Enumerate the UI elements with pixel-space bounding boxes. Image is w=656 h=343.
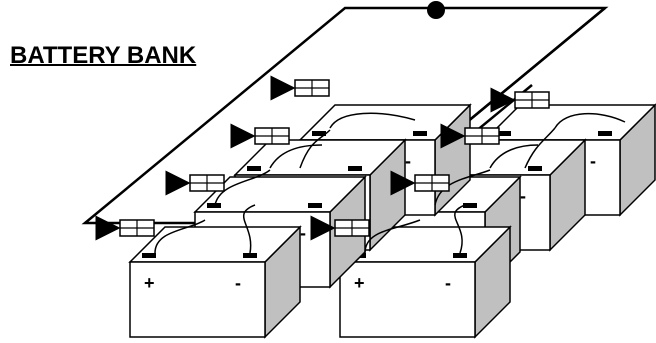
battery-negative-label: -: [405, 151, 411, 171]
fuse-8: [490, 87, 550, 113]
wire-3: [214, 169, 271, 206]
battery-negative-label: -: [590, 151, 596, 171]
battery-terminal-positive-post: [312, 131, 326, 136]
battery-negative-label: -: [300, 223, 306, 243]
battery-negative-label: -: [235, 273, 241, 293]
battery-terminal-positive-post: [497, 131, 511, 136]
fuse-3: [230, 123, 290, 149]
wire-7: [364, 219, 421, 254]
fuse-6: [390, 170, 450, 196]
wire-12: [554, 112, 626, 129]
battery-positive-label: +: [354, 273, 365, 293]
battery-terminal-negative-post: [348, 166, 362, 171]
battery-terminal-negative-post: [308, 203, 322, 208]
fuse-7: [440, 123, 500, 149]
wire-2: [243, 204, 256, 254]
fuse-1: [95, 215, 155, 241]
fuse-2: [165, 170, 225, 196]
battery-8: +-: [128, 225, 302, 339]
battery-terminal-negative-post: [453, 253, 467, 258]
wire-11: [489, 144, 539, 169]
wire-5: [269, 144, 323, 169]
battery-terminal-positive-post: [247, 166, 261, 171]
battery-front-face: [339, 261, 476, 338]
bus-junction-dot: [427, 1, 445, 19]
wire-8: [454, 204, 466, 254]
fuse-4: [270, 75, 330, 101]
battery-terminal-negative-post: [463, 203, 477, 208]
battery-negative-label: -: [445, 273, 451, 293]
battery-front-face: [129, 261, 266, 338]
wire-9: [434, 169, 491, 206]
batteries-group: +-+-+-+-+-+-+-+-: [128, 103, 656, 339]
wire-4: [299, 129, 331, 169]
fuse-5: [310, 215, 370, 241]
diagram-title: BATTERY BANK: [10, 42, 197, 69]
fuses-group: [95, 75, 550, 241]
battery-terminal-positive-post: [207, 203, 221, 208]
battery-terminal-positive-post: [142, 253, 156, 258]
battery-terminal-negative-post: [413, 131, 427, 136]
battery-terminal-negative-post: [243, 253, 257, 258]
battery-terminal-negative-post: [528, 166, 542, 171]
battery-positive-label: +: [144, 273, 155, 293]
battery-negative-label: -: [520, 186, 526, 206]
wires-group: [154, 112, 626, 254]
wire-6: [329, 112, 416, 129]
wire-10: [524, 127, 556, 169]
battery-terminal-negative-post: [598, 131, 612, 136]
wire-1: [154, 219, 206, 254]
